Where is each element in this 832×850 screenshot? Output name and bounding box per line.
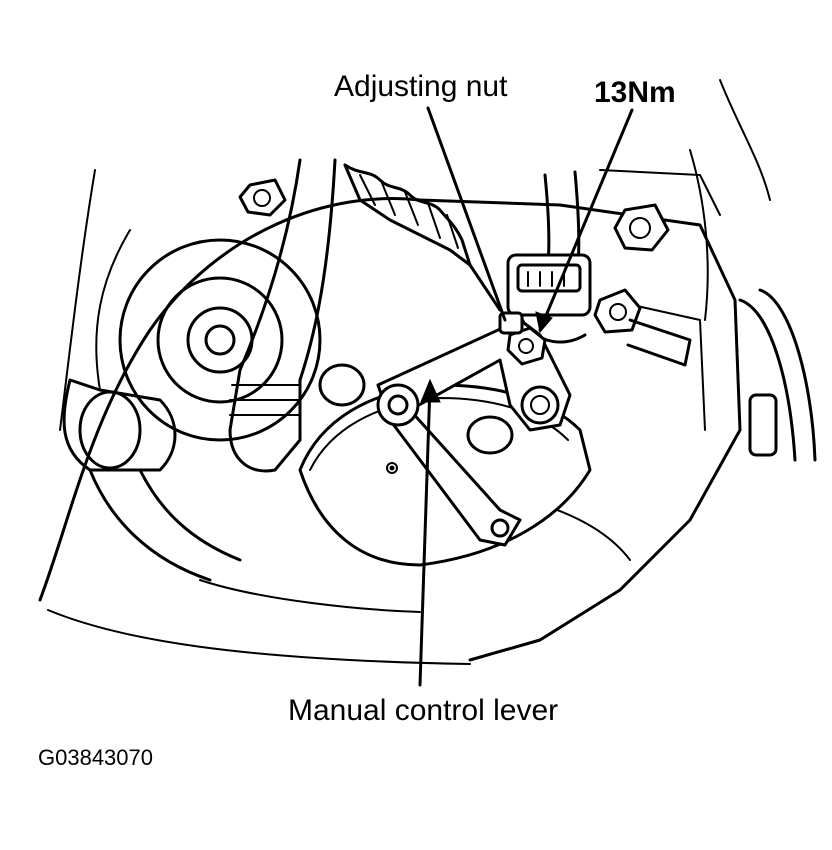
torque-spec-label: 13Nm	[594, 76, 676, 109]
cable-boot-bellows	[343, 163, 502, 312]
mounting-bolts	[238, 178, 692, 367]
manual-control-lever-label: Manual control lever	[288, 694, 559, 727]
figure-code: G03843070	[38, 745, 153, 770]
cooler-line-loop	[62, 378, 242, 582]
shift-cable-tube	[228, 158, 337, 473]
wire-harness	[543, 170, 817, 462]
output-shaft-housing	[95, 229, 322, 442]
manual-control-lever-part	[376, 318, 572, 547]
leader-lines	[418, 106, 634, 687]
adjusting-nut-label: Adjusting nut	[334, 70, 508, 103]
